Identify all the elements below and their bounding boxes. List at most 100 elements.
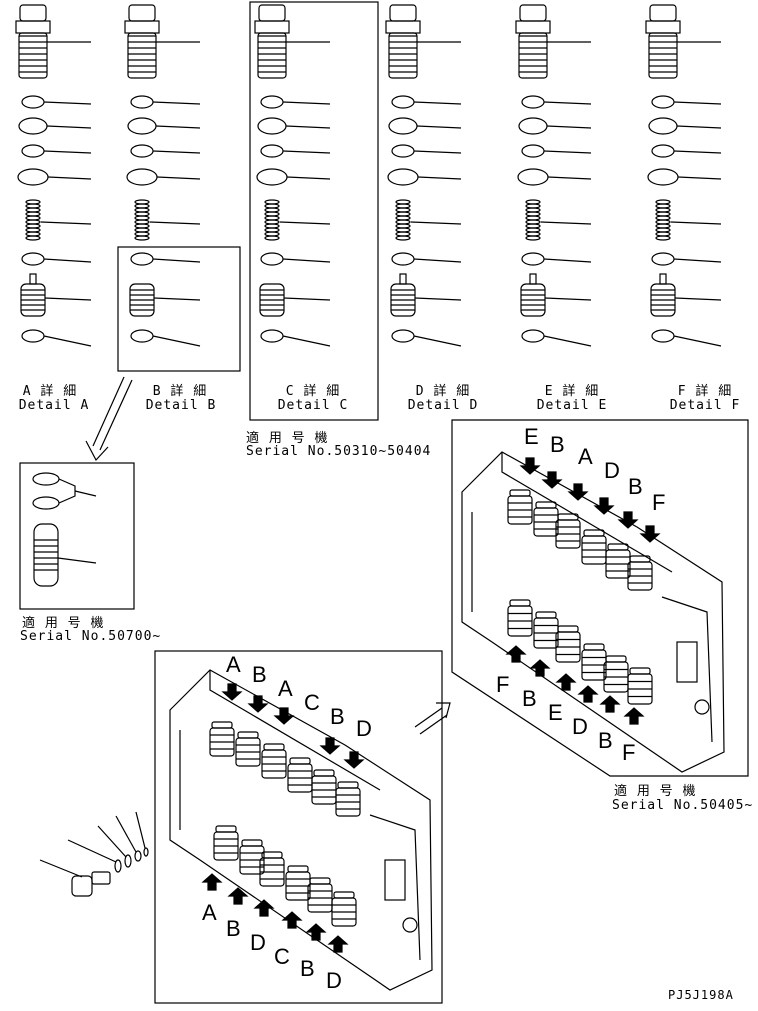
spring-coil <box>395 235 411 241</box>
o-ring <box>21 95 45 109</box>
alt-bottom-letter: E <box>548 700 563 725</box>
leader-line <box>282 258 331 263</box>
leader-line <box>546 125 592 129</box>
leader-line <box>670 221 722 225</box>
direction-arrow <box>201 873 223 891</box>
lower-relief-valve-cap <box>333 891 355 899</box>
o-ring <box>517 168 549 186</box>
main-bottom-letter: B <box>226 916 241 941</box>
valve-block-edge <box>369 814 421 961</box>
main-valve-frame <box>154 650 443 1004</box>
o-ring <box>130 144 154 158</box>
valve-block-edge <box>209 670 381 791</box>
valve-port <box>676 641 698 683</box>
detail-column <box>645 4 722 347</box>
direction-arrow <box>343 751 365 769</box>
lower-relief-valve-cap <box>309 877 331 885</box>
detail-c-frame <box>249 1 379 421</box>
plug-body <box>18 32 48 79</box>
direction-arrow <box>555 673 577 691</box>
o-ring <box>521 95 545 109</box>
leader-line <box>673 101 722 105</box>
valve-port <box>384 859 406 901</box>
valve-block-outline <box>169 669 433 991</box>
valve-block-edge <box>501 452 673 573</box>
plug-head <box>128 4 156 22</box>
leader-line <box>152 150 201 154</box>
o-ring <box>126 168 158 186</box>
alt-view-arrow <box>414 702 451 735</box>
upper-relief-valve-cap <box>337 781 359 789</box>
main-bottom-letter: D <box>326 968 342 993</box>
leader-line <box>115 815 137 853</box>
detail-a-label-jp: A 詳 細 <box>22 384 78 399</box>
alt-top-letter: F <box>652 490 666 515</box>
detail-e-label-en: Detail E <box>536 398 608 413</box>
main-top-letter: D <box>356 716 372 741</box>
leader-line <box>410 221 462 225</box>
leader-line <box>152 101 201 105</box>
o-ring <box>518 117 548 135</box>
leader-line <box>282 101 331 105</box>
leader-line <box>285 125 331 129</box>
spring-coil <box>655 235 671 241</box>
leader-line <box>46 125 92 129</box>
alt-top-letter: A <box>578 444 593 469</box>
main-top-letter: B <box>330 704 345 729</box>
serial-3-jp: 適 用 号 機 <box>614 784 697 799</box>
washer <box>130 329 154 343</box>
serial-3-number: Serial No.50405~ <box>612 798 754 813</box>
detail-b-label-jp: B 詳 細 <box>152 384 208 399</box>
detail-column <box>15 4 92 347</box>
leader-line <box>673 258 722 263</box>
plug-body <box>388 32 418 79</box>
detail-b-variant-frame <box>19 462 135 610</box>
serial-1-jp: 適 用 号 機 <box>246 431 329 446</box>
direction-arrow <box>617 511 639 529</box>
lower-relief-valve-cap <box>629 667 651 675</box>
leader-line <box>673 335 722 347</box>
direction-arrow <box>567 483 589 501</box>
piston-stem <box>29 273 37 285</box>
alt-bottom-letter: B <box>522 686 537 711</box>
leader-line <box>135 811 146 849</box>
o-ring <box>127 117 157 135</box>
direction-arrow <box>227 887 249 905</box>
leader-line <box>413 335 462 347</box>
direction-arrow <box>327 935 349 953</box>
alt-top-letter: D <box>604 458 620 483</box>
direction-arrow <box>253 899 275 917</box>
main-top-letter: A <box>278 676 293 701</box>
upper-relief-valve-cap <box>237 731 259 739</box>
plug-body <box>648 32 678 79</box>
alt-valve-frame <box>451 419 749 777</box>
direction-arrow <box>599 695 621 713</box>
valve-port <box>694 699 710 715</box>
washer <box>260 252 284 266</box>
direction-arrow <box>273 707 295 725</box>
alt-bottom-letter: D <box>572 714 588 739</box>
piston-stem <box>529 273 537 285</box>
alt-top-letter: B <box>550 432 565 457</box>
o-ring <box>388 117 418 135</box>
spring-coil <box>134 235 150 241</box>
main-top-letter: B <box>252 662 267 687</box>
upper-relief-valve-cap <box>313 769 335 777</box>
detail-column <box>515 4 592 347</box>
plug-collar <box>254 20 290 34</box>
leader-line <box>153 297 201 301</box>
plug-collar <box>645 20 681 34</box>
o-ring <box>21 144 45 158</box>
leader-line <box>155 125 201 129</box>
detail-b-label-en: Detail B <box>145 398 217 413</box>
leader-line <box>417 176 462 180</box>
direction-arrow <box>319 737 341 755</box>
lower-relief-valve-cap <box>215 825 237 833</box>
o-ring <box>130 95 154 109</box>
serial-2-jp: 適 用 号 機 <box>22 616 105 631</box>
spool <box>33 523 59 587</box>
alt-top-letter: E <box>524 424 539 449</box>
washer <box>260 329 284 343</box>
